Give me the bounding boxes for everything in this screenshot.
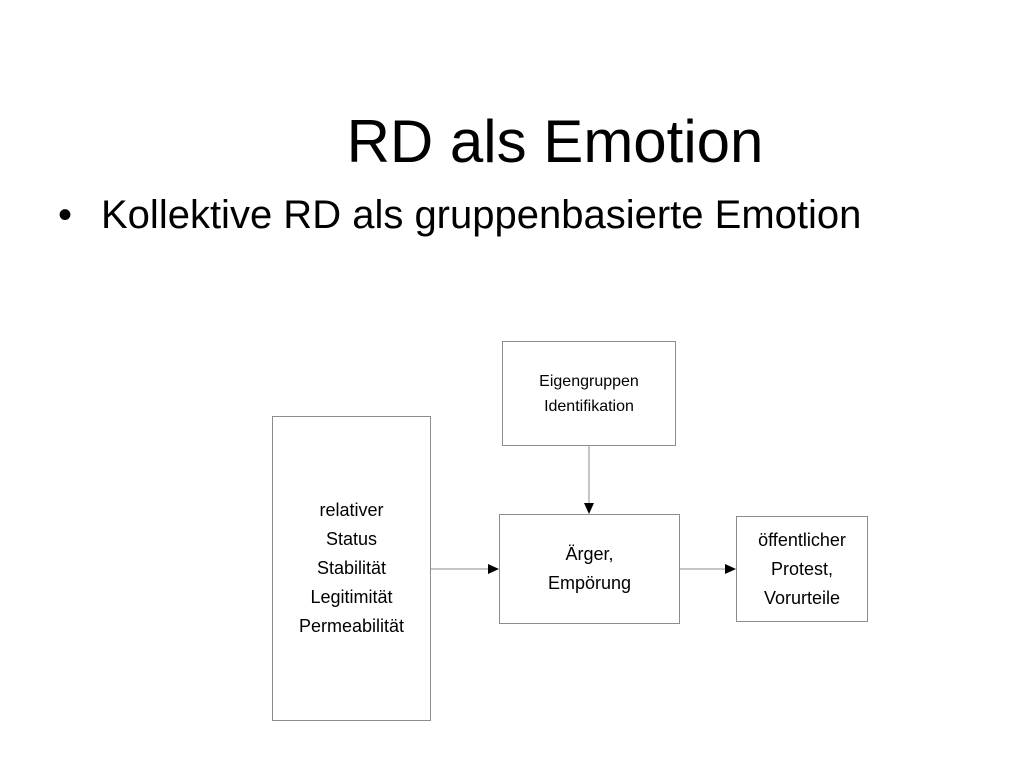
bullet-text: Kollektive RD als gruppenbasierte Emotio…: [101, 193, 862, 237]
arrowhead-emotion-to-outcome: [725, 564, 736, 574]
box-outcome-label: öffentlicher Protest, Vorurteile: [758, 529, 846, 608]
box-emotion-label: Ärger, Empörung: [547, 544, 632, 593]
arrowhead-identification-to-emotion: [584, 503, 594, 514]
bullet-dot: •: [58, 193, 73, 237]
box-status: relativer Status Stabilität Legitimität …: [272, 416, 431, 721]
slide-title: RD als Emotion: [346, 108, 764, 175]
box-status-label: relativer Status Stabilität Legitimität …: [298, 500, 405, 636]
box-identification: Eigengruppen Identifikation: [502, 341, 676, 446]
box-emotion: Ärger, Empörung: [499, 514, 680, 624]
arrowhead-status-to-emotion: [488, 564, 499, 574]
box-outcome: öffentlicher Protest, Vorurteile: [736, 516, 868, 622]
bullet-item: • Kollektive RD als gruppenbasierte Emot…: [58, 190, 958, 240]
bullet-list: • Kollektive RD als gruppenbasierte Emot…: [58, 190, 958, 240]
box-identification-label: Eigengruppen Identifikation: [539, 372, 639, 415]
